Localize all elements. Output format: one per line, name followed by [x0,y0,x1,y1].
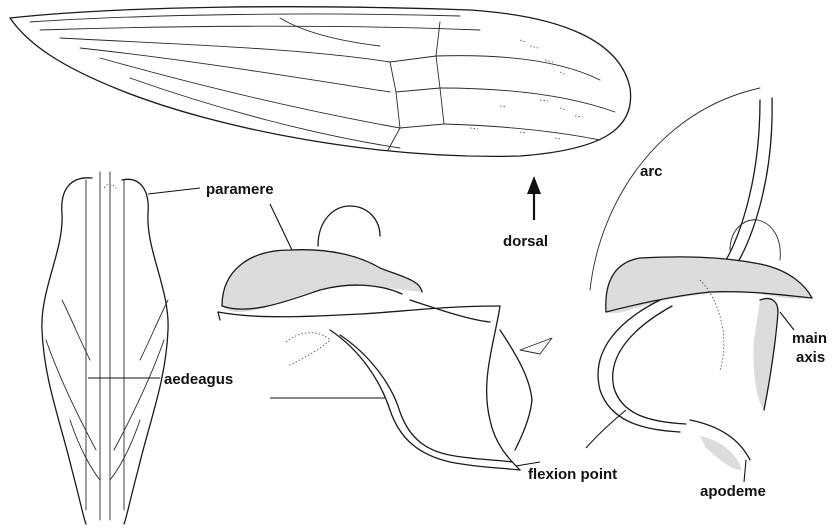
leader-lines [88,188,794,482]
genitalia-dorsal-view [42,172,168,524]
label-dorsal: dorsal [503,233,548,250]
label-apodeme: apodeme [700,483,766,500]
label-flexion-point: flexion point [528,466,617,483]
label-arc: arc [640,163,663,180]
arrow-up-icon [527,176,541,220]
label-main-axis-line1: main [792,330,827,347]
label-aedeagus: aedeagus [164,371,233,388]
genitalia-lateral-view [218,206,552,470]
wing-drawing [10,7,631,157]
label-paramere: paramere [206,181,274,198]
label-main-axis-line2: axis [796,349,825,366]
